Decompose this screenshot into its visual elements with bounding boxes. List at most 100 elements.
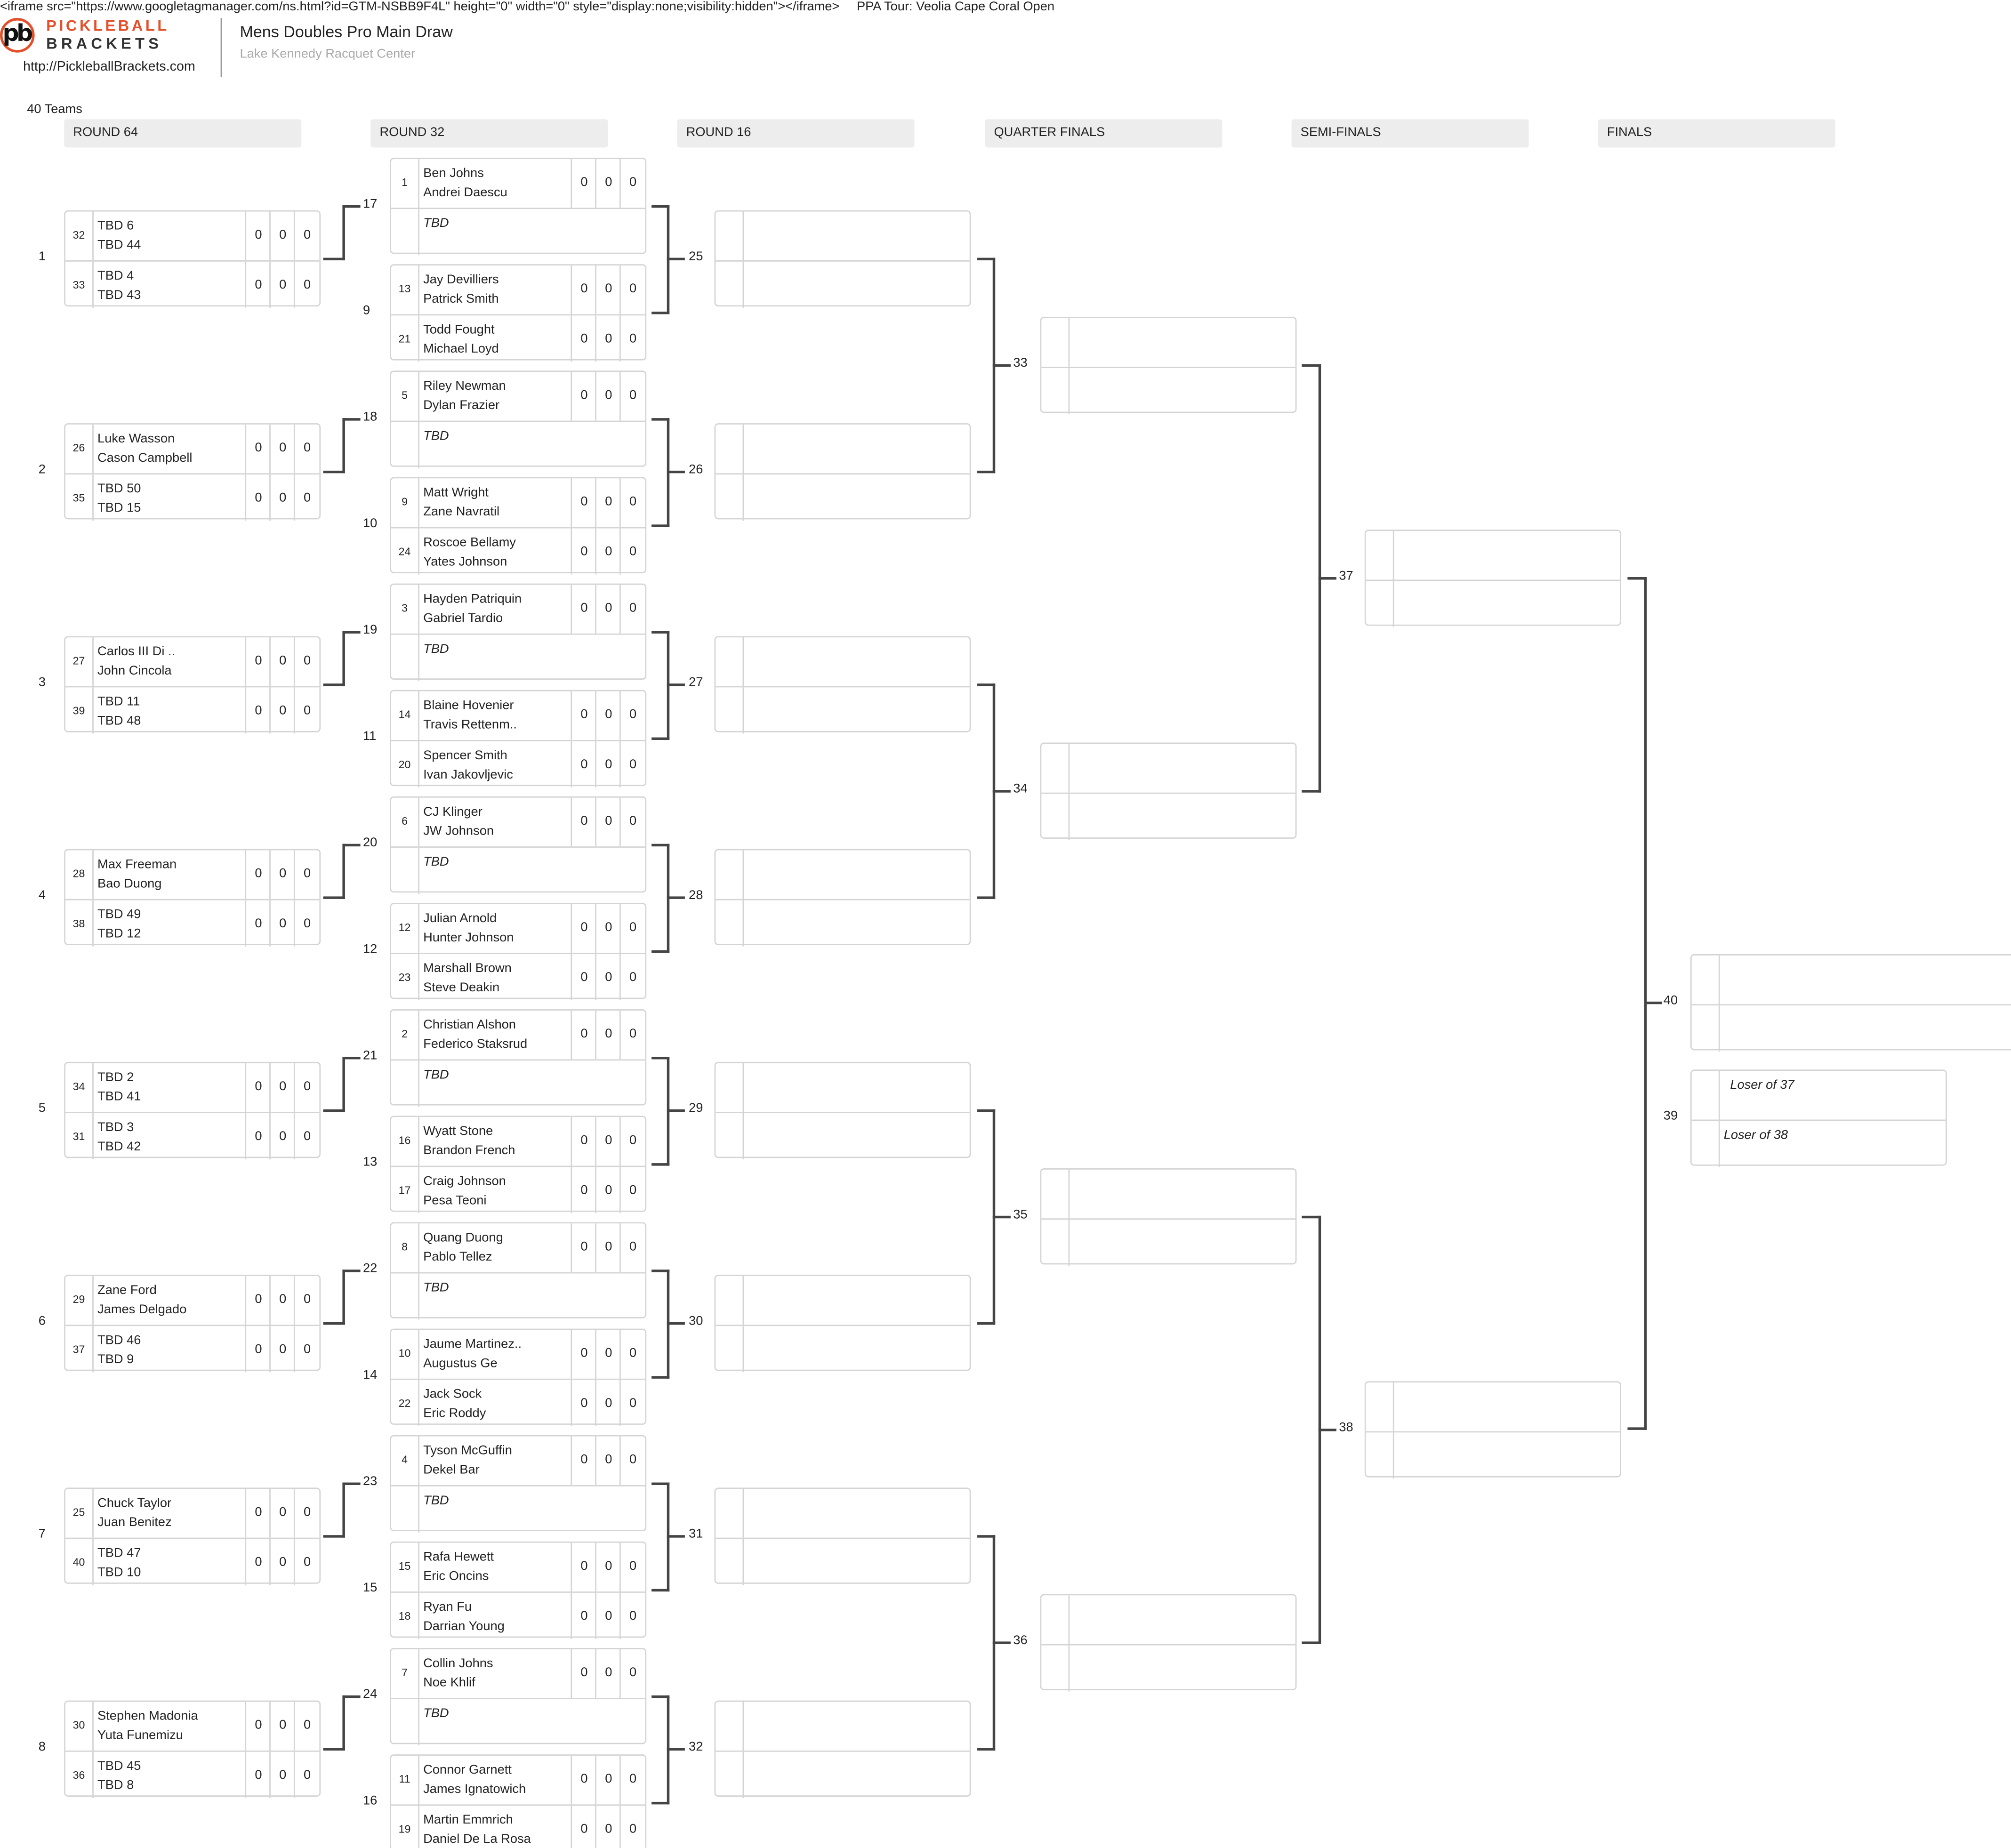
player-name[interactable]: Yates Johnson: [423, 554, 507, 569]
team-row[interactable]: Loser of 38: [1691, 1119, 1946, 1167]
player-name[interactable]: Noe Khlif: [423, 1676, 475, 1690]
pickleball-brackets-logo[interactable]: pb PICKLEBALL BRACKETS: [0, 17, 212, 54]
player-name[interactable]: Daniel De La Rosa: [423, 1832, 531, 1846]
team-row[interactable]: [1366, 530, 1620, 579]
match-box[interactable]: [714, 1700, 971, 1798]
match-box[interactable]: [714, 1061, 971, 1159]
player-name[interactable]: Craig Johnson: [423, 1174, 506, 1189]
team-row[interactable]: [716, 1111, 970, 1159]
player-name[interactable]: John Cincola: [97, 664, 172, 679]
team-row[interactable]: [1041, 1643, 1295, 1692]
player-name[interactable]: Riley Newman: [423, 379, 506, 394]
player-name[interactable]: Blaine Hovenier: [423, 699, 514, 713]
team-row[interactable]: [1041, 744, 1295, 792]
player-name[interactable]: Jay Devilliers: [423, 273, 499, 288]
player-name[interactable]: Augustus Ge: [423, 1357, 498, 1371]
team-row[interactable]: [716, 1750, 970, 1798]
team-row[interactable]: [1366, 579, 1620, 627]
match-box[interactable]: [1364, 1381, 1621, 1479]
match-box[interactable]: [714, 423, 971, 521]
player-name[interactable]: Quang Duong: [423, 1231, 503, 1245]
match-box[interactable]: [1040, 316, 1297, 415]
player-name[interactable]: Tyson McGuffin: [423, 1444, 512, 1458]
match-box[interactable]: [714, 849, 971, 947]
player-name[interactable]: Todd Fought: [423, 322, 495, 337]
player-name[interactable]: CJ Klinger: [423, 805, 483, 820]
player-name[interactable]: Marshall Brown: [423, 961, 512, 975]
team-row[interactable]: [716, 211, 969, 260]
team-row[interactable]: [716, 1489, 969, 1537]
player-name[interactable]: Gabriel Tardio: [423, 611, 503, 626]
team-row[interactable]: [1366, 1382, 1620, 1431]
player-name[interactable]: Ben Johns: [423, 167, 484, 181]
player-name[interactable]: Rafa Hewett: [423, 1550, 494, 1565]
team-row[interactable]: [716, 637, 969, 686]
player-name[interactable]: Andrei Daescu: [423, 186, 507, 201]
match-box[interactable]: [714, 1275, 971, 1373]
match-box[interactable]: [1040, 1168, 1297, 1266]
team-row[interactable]: [1041, 366, 1295, 415]
player-name[interactable]: Zane Ford: [97, 1284, 157, 1298]
player-name[interactable]: TBD 41: [97, 1090, 141, 1104]
team-row[interactable]: [716, 424, 969, 473]
player-name[interactable]: TBD 50: [97, 482, 141, 496]
player-name[interactable]: JW Johnson: [423, 824, 494, 839]
player-name[interactable]: Steve Deakin: [423, 980, 500, 995]
player-name[interactable]: TBD 44: [97, 238, 141, 253]
player-name[interactable]: Cason Campbell: [97, 451, 193, 466]
player-name[interactable]: Connor Garnett: [423, 1763, 512, 1778]
player-name[interactable]: Dekel Bar: [423, 1463, 480, 1478]
match-box[interactable]: [1364, 530, 1621, 627]
match-box[interactable]: [1690, 954, 2011, 1052]
player-name[interactable]: Hunter Johnson: [423, 931, 514, 945]
player-name[interactable]: James Delgado: [97, 1303, 187, 1318]
team-row[interactable]: [1041, 318, 1295, 366]
player-name[interactable]: Stephen Madonia: [97, 1709, 198, 1724]
player-name[interactable]: TBD 49: [97, 907, 141, 922]
team-row[interactable]: [716, 1537, 970, 1585]
player-name[interactable]: Jack Sock: [423, 1387, 482, 1401]
player-name[interactable]: Luke Wasson: [97, 432, 175, 447]
team-row[interactable]: TBD: [391, 633, 645, 681]
player-name[interactable]: TBD 2: [97, 1070, 134, 1085]
team-row[interactable]: [1041, 1217, 1295, 1266]
player-name[interactable]: Chuck Taylor: [97, 1496, 172, 1511]
player-name[interactable]: Eric Oncins: [423, 1569, 489, 1584]
player-name[interactable]: Brandon French: [423, 1144, 515, 1158]
player-name[interactable]: Christian Alshon: [423, 1018, 516, 1033]
player-name[interactable]: TBD 42: [97, 1139, 141, 1154]
player-name[interactable]: TBD 45: [97, 1759, 141, 1773]
player-name[interactable]: James Ignatowich: [423, 1783, 526, 1797]
match-box[interactable]: [1040, 742, 1297, 840]
